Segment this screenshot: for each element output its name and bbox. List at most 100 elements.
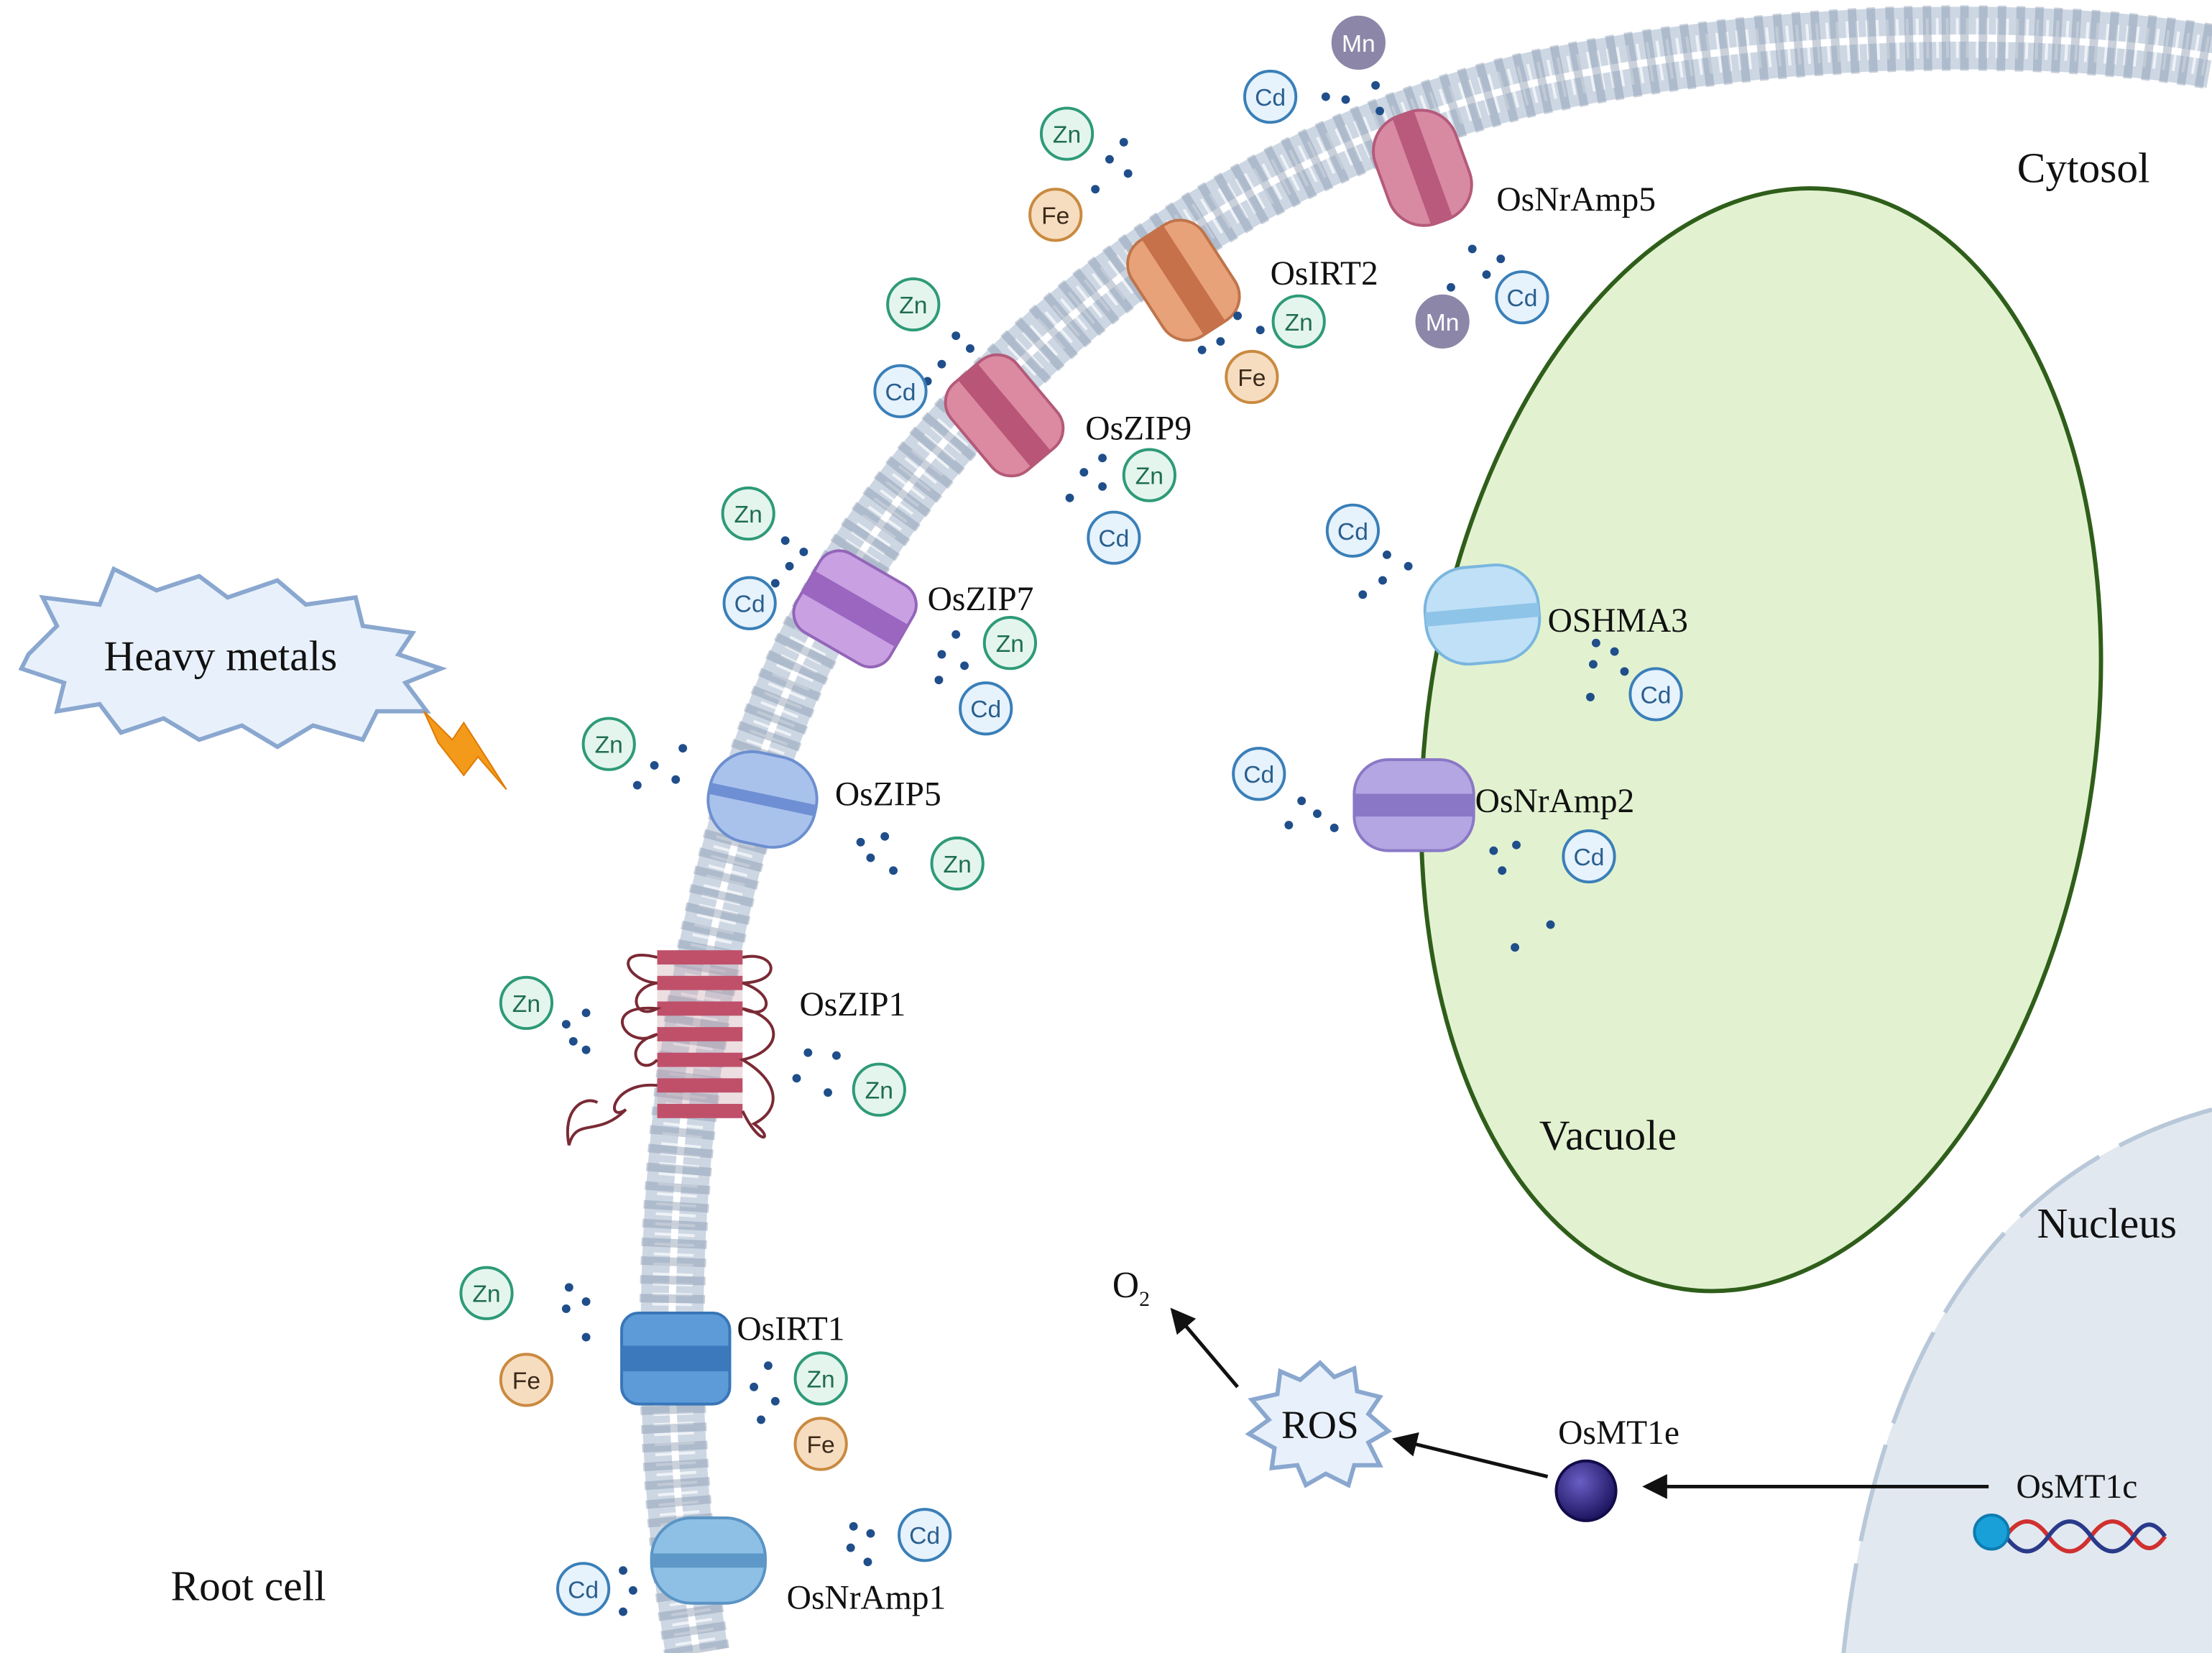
ion-circle <box>1562 829 1616 884</box>
ion-label: Cd <box>568 1577 599 1603</box>
ion-zn: Zn <box>793 1351 848 1406</box>
nucleus-label: Nucleus <box>2037 1200 2177 1247</box>
transporter-oshma3 <box>1423 563 1542 666</box>
ion-circle <box>499 975 554 1031</box>
ion-circle <box>1225 349 1279 405</box>
ion-circle <box>556 1562 611 1616</box>
ion-cd: Cd <box>1087 510 1141 565</box>
nucleus <box>1841 1108 2212 1653</box>
ion-label: Cd <box>1098 526 1129 553</box>
ion-label: Fe <box>1238 365 1266 392</box>
ion-circle <box>722 576 777 630</box>
vacuole <box>1419 186 2103 1294</box>
ion-circle <box>1122 448 1176 502</box>
transporter-oszip1 <box>566 950 775 1146</box>
ion-label: Cd <box>1573 844 1604 871</box>
ion-label: Zn <box>865 1078 893 1105</box>
ros-burst: ROS <box>1245 1360 1393 1488</box>
label-oszip9: OsZIP9 <box>1085 410 1192 448</box>
ion-zn: Zn <box>1039 106 1095 161</box>
ion-label: Fe <box>512 1368 540 1394</box>
ion-circle <box>898 1508 952 1562</box>
label-oszip5: OsZIP5 <box>835 775 941 813</box>
ion-zn: Zn <box>886 277 941 332</box>
ion-cd: Cd <box>1243 69 1298 124</box>
ion-label: Cd <box>1506 285 1537 312</box>
ion-cd: Cd <box>959 681 1013 736</box>
ion-cd: Cd <box>556 1562 611 1616</box>
ion-label: Cd <box>1337 519 1368 545</box>
ion-zn: Zn <box>721 486 775 541</box>
ion-fe: Fe <box>793 1417 848 1471</box>
ion-label: Cd <box>734 591 765 618</box>
ion-label: Zn <box>944 852 972 878</box>
label-osnramp5: OsNrAmp5 <box>1496 181 1656 218</box>
ion-label: Zn <box>1053 122 1081 149</box>
osmt1c-gene-dot <box>1973 1514 2010 1551</box>
ion-mn: Mn <box>1331 15 1386 70</box>
ion-circle <box>1271 294 1326 349</box>
heavy-metals-burst: Heavy metals <box>18 566 448 750</box>
root-cell-label: Root cell <box>171 1562 326 1610</box>
ion-circle <box>930 836 985 891</box>
ion-label: Fe <box>1041 203 1069 229</box>
ion-label: Zn <box>512 991 540 1018</box>
ion-circle <box>982 616 1038 671</box>
ion-label: Zn <box>1135 464 1163 490</box>
dna-helix-icon <box>2004 1519 2167 1554</box>
ion-fe: Fe <box>499 1353 554 1407</box>
ion-label: Cd <box>970 696 1001 723</box>
ros-label: ROS <box>1281 1403 1359 1447</box>
ion-fe: Fe <box>1225 349 1279 405</box>
ion-circle <box>721 486 775 541</box>
transporter-osirt1 <box>620 1311 732 1406</box>
ros-pathway: ROS O2 OsMT1e OsMT1c <box>1112 1265 2167 1554</box>
ion-label: Zn <box>1285 310 1313 336</box>
ion-zn: Zn <box>982 616 1038 671</box>
ion-label: Mn <box>1426 310 1460 336</box>
ion-circle <box>1415 294 1470 349</box>
ion-zn: Zn <box>459 1266 514 1320</box>
ion-zn: Zn <box>1271 294 1326 349</box>
ion-circle <box>959 681 1013 736</box>
label-osnramp2: OsNrAmp2 <box>1475 783 1635 820</box>
ion-label: Zn <box>996 631 1024 658</box>
ion-label: Zn <box>807 1366 835 1393</box>
ion-circle <box>1495 270 1549 325</box>
ion-circle <box>1039 106 1095 161</box>
osmt1e-protein <box>1554 1459 1618 1522</box>
ion-cd: Cd <box>873 364 928 418</box>
ion-circle <box>1628 667 1683 722</box>
ion-label: Zn <box>472 1281 500 1308</box>
ion-circle <box>1028 188 1083 242</box>
ion-label: Cd <box>1255 85 1286 111</box>
ion-cd: Cd <box>898 1508 952 1562</box>
ion-zn: Zn <box>852 1062 906 1117</box>
ion-circle <box>873 364 928 418</box>
ion-circle <box>1243 69 1298 124</box>
label-oshma3: OSHMA3 <box>1548 602 1688 640</box>
ion-zn: Zn <box>499 975 554 1031</box>
ion-cd: Cd <box>1628 667 1683 722</box>
arrow-osmt1e-to-ros <box>1392 1432 1549 1478</box>
o2-label: O2 <box>1112 1265 1150 1311</box>
ion-cd: Cd <box>1495 270 1549 325</box>
osmt1c-label: OsMT1c <box>2016 1468 2137 1506</box>
vacuole-label: Vacuole <box>1539 1111 1677 1159</box>
ion-label: Zn <box>595 732 623 759</box>
ion-label: Zn <box>734 502 762 528</box>
ions-layer: MnCdZnFeMnCdZnFeZnCdZnCdZnCdZnCdZnZnZnZn… <box>459 15 1683 1616</box>
ion-circle <box>1325 503 1381 558</box>
ion-label: Cd <box>1243 762 1274 788</box>
ion-circle <box>459 1266 514 1320</box>
transporter-osnramp1 <box>650 1516 767 1605</box>
transporter-oszip7 <box>792 549 918 669</box>
transporter-osirt2 <box>1126 218 1241 342</box>
ion-circle <box>793 1351 848 1406</box>
ion-circle <box>581 717 636 771</box>
cytosol-label: Cytosol <box>2017 144 2150 191</box>
label-osirt2: OsIRT2 <box>1271 255 1378 293</box>
ion-circle <box>1232 747 1286 801</box>
ion-zn: Zn <box>581 717 636 771</box>
